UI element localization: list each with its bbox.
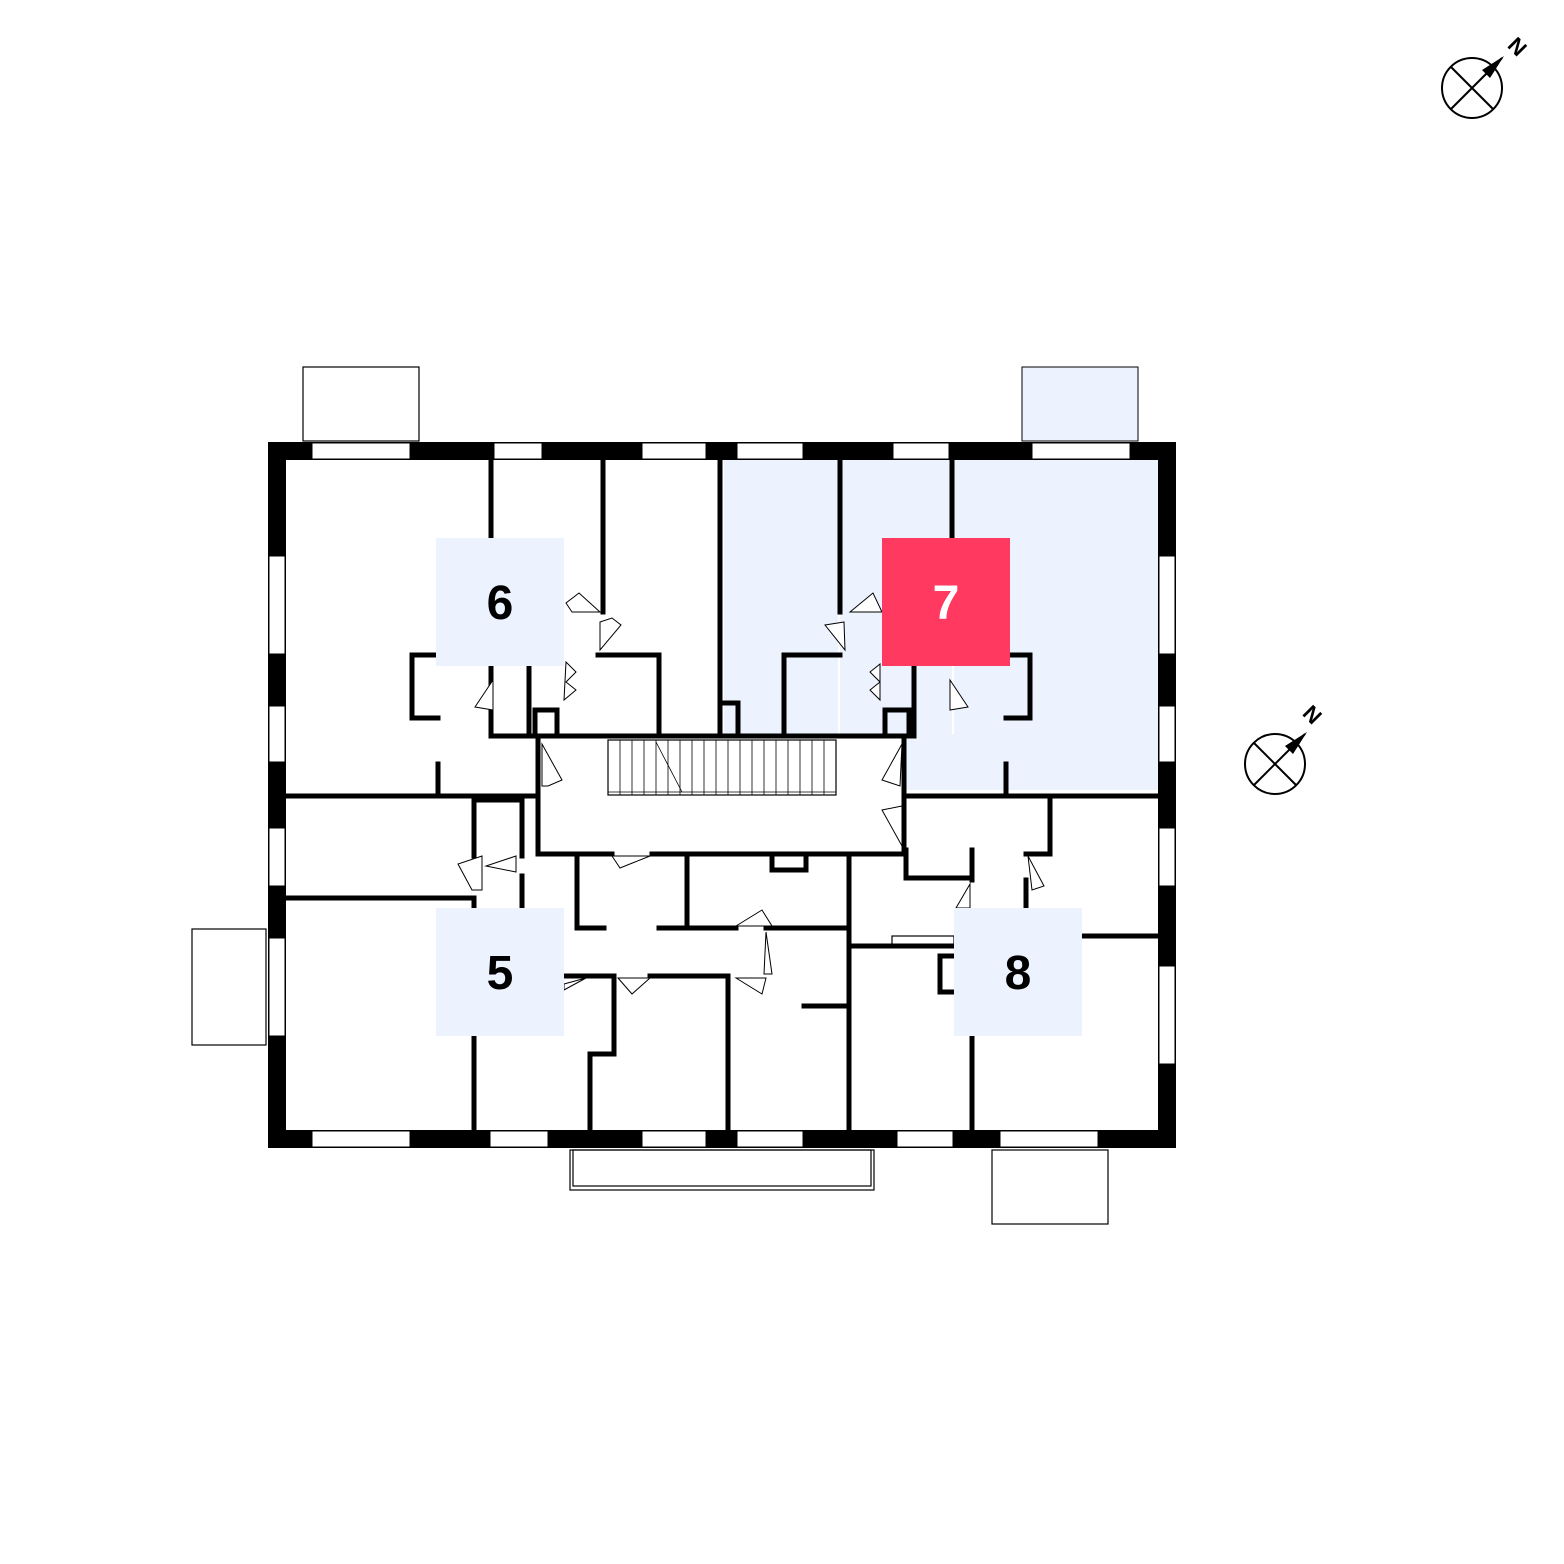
- unit-number-5: 5: [487, 947, 514, 1000]
- unit-label-8[interactable]: 8: [954, 908, 1082, 1036]
- balconies: [191, 366, 1109, 1225]
- unit-label-5[interactable]: 5: [436, 908, 564, 1036]
- unit-number-6: 6: [487, 577, 514, 630]
- unit-number-8: 8: [1005, 947, 1032, 1000]
- north-label: N: [1503, 32, 1532, 61]
- unit-number-7: 7: [933, 577, 960, 630]
- north-arrow-icon: N: [1441, 32, 1532, 119]
- unit-label-7[interactable]: 7: [882, 538, 1010, 666]
- north-arrow-icon-secondary: N: [1244, 700, 1327, 795]
- windows: [268, 442, 1176, 1148]
- staircase: [607, 739, 837, 796]
- unit-label-6[interactable]: 6: [436, 538, 564, 666]
- north-label-secondary: N: [1298, 700, 1327, 729]
- doors: [457, 592, 1045, 995]
